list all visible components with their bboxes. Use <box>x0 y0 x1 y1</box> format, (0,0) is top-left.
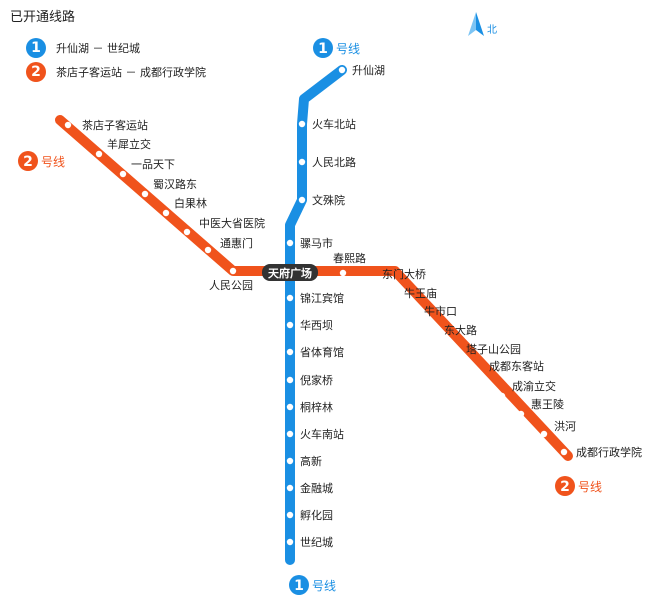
line1-station-dot <box>298 196 306 204</box>
line1-station-label: 人民北路 <box>312 156 356 169</box>
line2-station-label: 一品天下 <box>131 158 175 171</box>
line2-station-label: 羊犀立交 <box>107 137 151 151</box>
line2-left-badge <box>18 151 38 171</box>
line2-right-badge-suffix: 号线 <box>578 480 602 494</box>
line2-station-label: 洪河 <box>554 419 576 433</box>
interchange-pill <box>262 264 318 281</box>
north-indicator: 北 <box>468 12 497 36</box>
line2-station-dot <box>412 317 420 325</box>
line1-station-dot <box>286 484 294 492</box>
line1-station-dot <box>286 511 294 519</box>
line2-right-badge <box>555 476 575 496</box>
line2-station-dot <box>141 190 149 198</box>
line2-left-badge-number: 2 <box>23 154 33 170</box>
line2-station-dot <box>95 150 103 158</box>
line2-station-label: 人民公园 <box>209 279 253 292</box>
line1-station-dot <box>286 430 294 438</box>
line2-station-label: 牛王庙 <box>404 286 437 300</box>
line2-station-label: 东门大桥 <box>382 267 426 281</box>
line1-station-label: 文殊院 <box>312 193 345 207</box>
line1-station-dot <box>286 239 294 247</box>
line2-station-dot <box>432 336 440 344</box>
line2-station-dot <box>540 430 548 438</box>
line2-station-label: 白果林 <box>174 196 207 210</box>
line2-station-dot <box>517 410 525 418</box>
line1-station-label: 华西坝 <box>300 318 333 332</box>
line2-station-label: 牛市口 <box>424 304 457 318</box>
line1-station-label: 孵化园 <box>300 508 333 522</box>
line2-left-badge-suffix: 号线 <box>41 155 65 169</box>
line1-bottom-badge-suffix: 号线 <box>312 579 336 593</box>
line2-station-dot <box>392 299 400 307</box>
line2-station-label: 塔子山公园 <box>466 343 521 356</box>
line2-station-label: 成都东客站 <box>489 359 544 373</box>
line1-station-label: 火车北站 <box>312 117 356 131</box>
line2-station-label: 惠王陵 <box>531 397 564 411</box>
line1-station-dot <box>286 348 294 356</box>
line1-station-dot <box>286 376 294 384</box>
line2-station-dot <box>498 392 506 400</box>
line2-station-label: 蜀汉路东 <box>153 178 197 191</box>
line2-station-dot <box>183 228 191 236</box>
legend-line2: 2 茶店子客运站 － 成都行政学院 <box>26 62 206 82</box>
line2-station-dot <box>204 246 212 254</box>
line2-station-dot <box>372 280 380 288</box>
line1-bottom-badge <box>289 575 309 595</box>
line2-station-dot <box>162 209 170 217</box>
line2-station-label: 东大路 <box>444 323 477 337</box>
line2-station-label: 春熙路 <box>333 252 366 265</box>
line2-station-dot <box>229 267 237 275</box>
legend-title: 已开通线路 <box>10 10 76 25</box>
line2-station-label: 茶店子客运站 <box>82 118 148 132</box>
legend-line1: 1 升仙湖 － 世纪城 <box>26 38 140 58</box>
line1-station-label: 倪家桥 <box>300 373 333 387</box>
line2-station-dot <box>560 448 568 456</box>
line1-station-dot <box>286 457 294 465</box>
line1-station-dot <box>338 66 346 74</box>
line2-station-dot <box>339 269 347 277</box>
line1-station-label: 高新 <box>300 454 322 468</box>
legend-line2-label: 茶店子客运站 － 成都行政学院 <box>56 66 206 79</box>
line1-station-label: 省体育馆 <box>300 345 344 359</box>
line2-station-label: 成都行政学院 <box>576 445 642 459</box>
line1-station-dot <box>298 120 306 128</box>
line2-station-label: 中医大省医院 <box>199 216 265 230</box>
line1-station-dot <box>286 538 294 546</box>
line1-station-dot <box>298 158 306 166</box>
legend-line1-label: 升仙湖 － 世纪城 <box>56 42 140 55</box>
line1-station-label: 火车南站 <box>300 427 344 441</box>
line2-station-label: 成渝立交 <box>512 379 556 393</box>
line2-station-label: 通惠门 <box>220 236 253 250</box>
line1-top-badge <box>313 38 333 58</box>
line2-station-dot <box>64 121 72 129</box>
line1-station-label: 锦江宾馆 <box>300 291 344 305</box>
line1-badge: 1 <box>26 38 46 58</box>
interchange-label: 天府广场 <box>268 266 312 280</box>
line1-station-dot <box>286 321 294 329</box>
line1-station-label: 升仙湖 <box>352 64 385 77</box>
north-label: 北 <box>487 25 497 36</box>
line2-station-dot <box>452 355 460 363</box>
line1-top-badge-suffix: 号线 <box>336 42 360 56</box>
line2-station-dot <box>119 170 127 178</box>
line1-station-label: 金融城 <box>300 481 333 495</box>
line2-badge: 2 <box>26 62 46 82</box>
north-arrow-icon <box>468 12 484 36</box>
line1-bottom-badge-number: 1 <box>294 578 304 594</box>
line1-station-label: 世纪城 <box>300 536 333 549</box>
line1-station-label: 桐梓林 <box>300 400 333 414</box>
line1-station-dot <box>286 403 294 411</box>
line2-right-badge-number: 2 <box>560 479 570 495</box>
line1-top-badge-number: 1 <box>318 41 328 57</box>
line1-station-label: 骡马市 <box>300 236 333 250</box>
line1-station-dot <box>286 294 294 302</box>
line2-station-dot <box>475 372 483 380</box>
